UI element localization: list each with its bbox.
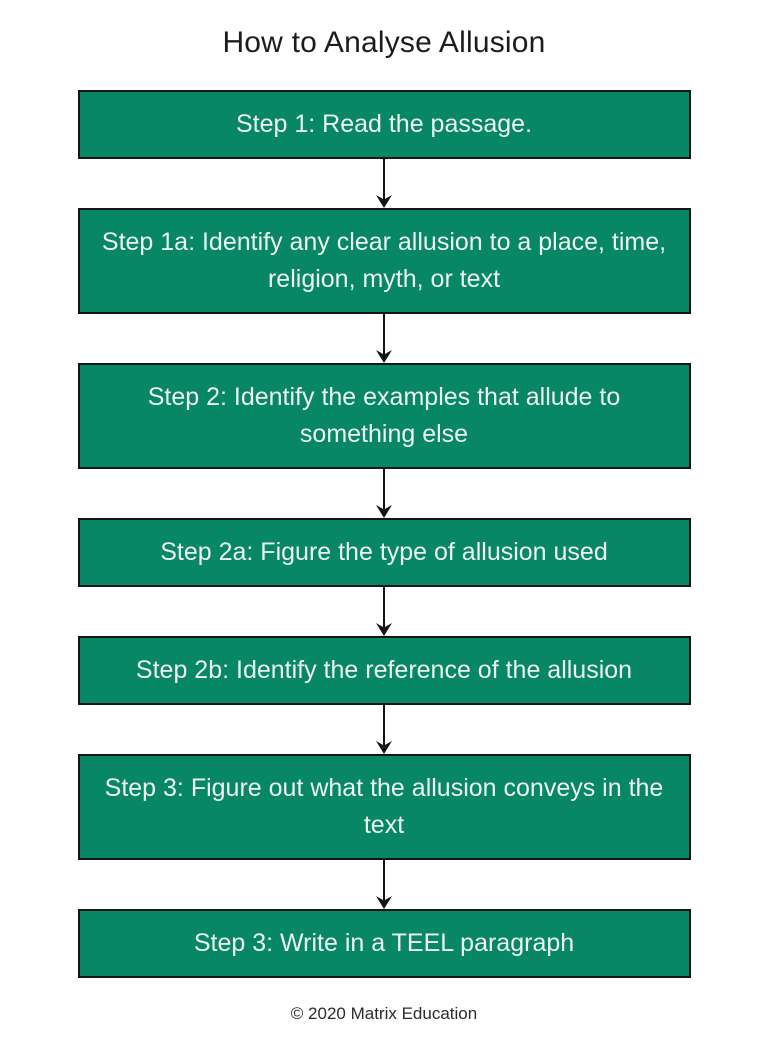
step-box-1a: Step 1a: Identify any clear allusion to … bbox=[77, 208, 691, 314]
step-3-label: Step 3: Figure out what the allusion con… bbox=[104, 774, 664, 839]
step-box-3: Step 3: Figure out what the allusion con… bbox=[77, 754, 691, 860]
down-arrow-icon bbox=[376, 860, 392, 909]
down-arrow-icon bbox=[376, 159, 392, 208]
step-box-1: Step 1: Read the passage. bbox=[77, 90, 691, 159]
step-box-2a: Step 2a: Figure the type of allusion use… bbox=[77, 518, 691, 587]
step-1-label: Step 1: Read the passage. bbox=[235, 110, 533, 138]
page-title: How to Analyse Allusion bbox=[222, 26, 546, 59]
down-arrow-icon bbox=[376, 705, 392, 754]
down-arrow-icon bbox=[376, 469, 392, 518]
step-box-2: Step 2: Identify the examples that allud… bbox=[77, 363, 691, 469]
flowchart: Step 1: Read the passage. Step 1a: Ident… bbox=[77, 90, 691, 978]
step-2b-label: Step 2b: Identify the reference of the a… bbox=[135, 656, 633, 684]
copyright-text: © 2020 Matrix Education bbox=[290, 1004, 478, 1023]
step-box-2b: Step 2b: Identify the reference of the a… bbox=[77, 636, 691, 705]
step-1a-label: Step 1a: Identify any clear allusion to … bbox=[101, 228, 667, 293]
down-arrow-icon bbox=[376, 587, 392, 636]
step-3-write-label: Step 3: Write in a TEEL paragraph bbox=[193, 929, 575, 957]
step-2a-label: Step 2a: Figure the type of allusion use… bbox=[160, 538, 608, 566]
step-2-label: Step 2: Identify the examples that allud… bbox=[147, 383, 621, 448]
step-box-3-write: Step 3: Write in a TEEL paragraph bbox=[77, 909, 691, 978]
down-arrow-icon bbox=[376, 314, 392, 363]
